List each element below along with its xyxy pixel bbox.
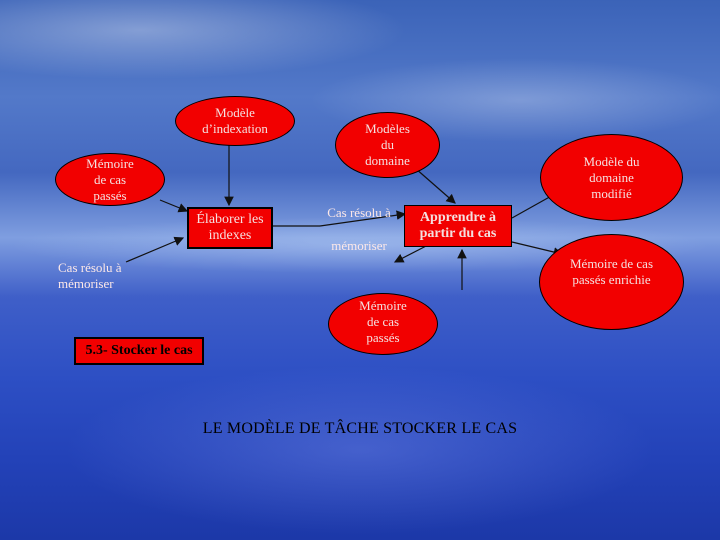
node-modele-indexation-label: Modèle d’indexation [202,105,268,136]
node-modele-modifie-label: Modèle du domaine modifié [583,153,640,201]
node-elaborer-label: Élaborer les indexes [196,212,264,243]
node-memoire-enrichie-label: Mémoire de cas passés enrichie [569,256,654,287]
node-modele-domaine-modifie: Modèle du domaine modifié [540,134,683,221]
diagram-title: LE MODÈLE DE TÂCHE STOCKER LE CAS [202,420,518,437]
node-modeles-domaine: Modèles du domaine [335,112,440,178]
node-apprendre-label: Apprendre à partir du cas [419,210,497,241]
text-memoriser: mémoriser [331,238,387,253]
node-stocker-label: 5.3- Stocker le cas [85,343,193,358]
node-apprendre: Apprendre à partir du cas [404,205,512,247]
text-cas-resolu-left: Cas résolu à mémoriser [58,260,122,291]
text-cas-resolu-top: Cas résolu à [327,205,391,220]
node-memoire-enrichie: Mémoire de cas passés enrichie [539,234,684,330]
node-memoire-bottom-label: Mémoire de cas passés [359,298,407,345]
node-modeles-domaine-label: Modèles du domaine [365,121,410,168]
node-modele-indexation: Modèle d’indexation [175,96,295,146]
arrow-memoire-to-elaborer [159,199,189,213]
node-stocker-cas: 5.3- Stocker le cas [74,337,204,365]
node-elaborer-indexes: Élaborer les indexes [187,207,273,249]
arrow-casresolu-to-elaborer [125,236,185,263]
arrow-apprendre-to-memoriser [393,243,431,263]
node-memoire-cas-passes-bottom: Mémoire de cas passés [328,293,438,355]
node-memoire-cas-passes-top: Mémoire de cas passés [55,153,165,206]
arrow-modeles-to-apprendre [414,167,456,204]
node-memoire-top-label: Mémoire de cas passés [86,155,134,203]
arrow-center-to-apprendre [319,210,407,227]
